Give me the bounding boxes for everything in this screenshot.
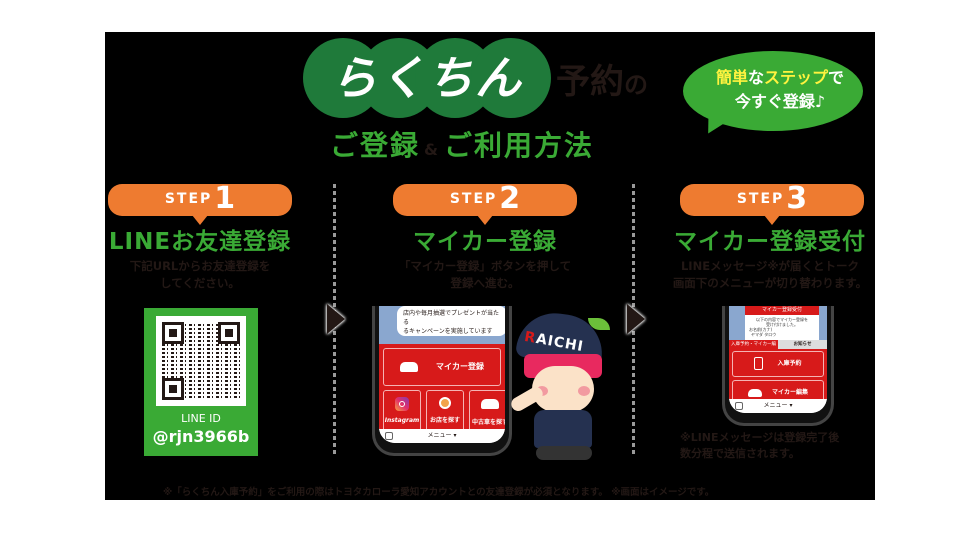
rich-menu: 入庫予約 マイカー編集 [729,349,827,406]
bubble-highlight-step: ステップ [764,68,829,87]
phone-mockup-step2: 店内や毎月抽選でプレゼントが当たる るキャンペーンを実施しています マイカー登録… [372,306,512,456]
confirmation-message: 以下の内容でマイカー登録を 受け付けました。 [756,317,808,327]
mascot-shoes [536,446,592,460]
mascot-body [534,410,592,448]
title-particle: の [624,71,648,99]
step-number: 3 [786,181,808,216]
speech-bubble-text: 簡単なステップで 今すぐ登録♪ [700,66,860,114]
subtitle-usage: ご利用方法 [443,129,594,162]
qr-code-pattern [162,322,240,400]
mascot-pointing-arm [508,384,546,414]
menu-bar[interactable]: メニュー ▾ [379,429,505,443]
bubble-text-na: な [747,68,764,87]
step3-footnote: ※LINEメッセージは登録完了後 数分程で送信されます。 [680,431,840,460]
rich-menu: マイカー登録 Instagram お店を探す 中古車を探す [379,344,505,432]
qr-finder [218,322,240,344]
qr-code[interactable] [156,316,246,406]
name-value: ヤマダ タロウ [751,332,777,337]
location-pin-icon [439,397,451,409]
keyboard-icon[interactable] [735,402,743,410]
mascot-leaf [588,318,610,330]
step-number: 2 [499,181,521,216]
title-yoyaku: 予約 [556,62,624,102]
confirmation-header: マイカー登録受付 [745,306,819,315]
chat-message: 店内や毎月抽選でプレゼントが当たる るキャンペーンを実施しています [397,306,505,336]
menu-bar[interactable]: メニュー ▾ [729,399,827,413]
next-arrow-icon [327,304,345,334]
car-gear-icon [747,388,762,397]
car-check-icon [400,361,418,372]
brand-title: らくちん [331,51,523,105]
step3-badge: STEP3 [680,181,864,225]
subtitle-ampersand: & [424,140,440,159]
subtitle-registration: ご登録 [330,129,421,162]
smartphone-icon [754,357,764,370]
step1-description: 下記URLからお友達登録を してください。 [129,259,271,290]
bubble-highlight-easy: 簡単 [715,68,748,87]
instagram-label: Instagram [384,417,420,424]
service-reservation-label: 入庫予約 [777,360,802,367]
title-suffix: 予約の [556,62,648,105]
subtitle: ご登録&ご利用方法 [330,128,650,168]
title-circle [471,38,551,118]
step-label: STEP [736,191,785,207]
bubble-text-de: で [828,68,845,87]
find-used-car-label: 中古車を探す [471,419,505,426]
phone-mockup-step3: マイカー登録受付 以下の内容でマイカー登録を 受け付けました。 お名前(カナ) … [722,306,834,426]
mycar-edit-label: マイカー編集 [771,389,808,396]
bubble-line2: 今すぐ登録♪ [734,92,826,111]
mascot-character: RAICHI [508,308,610,464]
next-arrow-icon [627,304,645,334]
car-icon [481,399,499,409]
footer-note: ※「らくちん入庫予約」をご利用の際はトヨタカローラ愛知アカウントとの友達登録が必… [163,487,715,498]
step3-description: LINEメッセージ※が届くとトーク 画面下のメニューが切り替わります。 [672,259,868,290]
name-label: お名前(カナ) [749,327,773,332]
line-id-value: @rjn3966b [152,427,250,446]
menu-tabs: 入庫予約・マイカー編集 お知らせ [729,340,827,358]
step-label: STEP [164,191,213,207]
menu-toggle-label[interactable]: メニュー ▾ [427,432,457,439]
mycar-register-button[interactable]: マイカー登録 [383,348,501,386]
title-badge [303,38,553,118]
line-qr-card[interactable]: LINE ID @rjn3966b [144,308,258,456]
confirmation-card: マイカー登録受付 以下の内容でマイカー登録を 受け付けました。 お名前(カナ) … [745,306,819,340]
step1-title: LINEお友達登録 [108,229,292,255]
step2-title: マイカー登録 [413,229,557,255]
find-store-label: お店を探す [429,417,460,424]
speech-bubble [683,51,863,131]
find-used-car-button[interactable]: 中古車を探す [469,390,505,432]
step-label: STEP [449,191,498,207]
step-number: 1 [214,181,236,216]
menu-toggle-label[interactable]: メニュー ▾ [763,402,793,409]
instagram-button[interactable]: Instagram [383,390,421,432]
step3-title: マイカー登録受付 [674,229,866,255]
line-id-label: LINE ID [181,412,221,425]
find-store-button[interactable]: お店を探す [426,390,464,432]
instagram-icon [395,397,409,411]
qr-finder [162,378,184,400]
step1-badge: STEP1 [108,181,292,225]
chat-area: マイカー登録受付 以下の内容でマイカー登録を 受け付けました。 お名前(カナ) … [729,306,827,340]
mascot-cheek [578,386,590,396]
chat-area: 店内や毎月抽選でプレゼントが当たる るキャンペーンを実施しています [379,306,505,344]
phone-screen: マイカー登録受付 以下の内容でマイカー登録を 受け付けました。 お名前(カナ) … [729,306,827,413]
service-reservation-button[interactable]: 入庫予約 [732,351,824,377]
qr-finder [162,322,184,344]
keyboard-icon[interactable] [385,432,393,440]
step2-description: 「マイカー登録」ボタンを押して 登録へ進む。 [398,259,572,290]
mycar-register-label: マイカー登録 [436,362,484,371]
tab-notice[interactable]: お知らせ [778,340,827,349]
step2-badge: STEP2 [393,181,577,225]
phone-screen: 店内や毎月抽選でプレゼントが当たる るキャンペーンを実施しています マイカー登録… [379,306,505,443]
